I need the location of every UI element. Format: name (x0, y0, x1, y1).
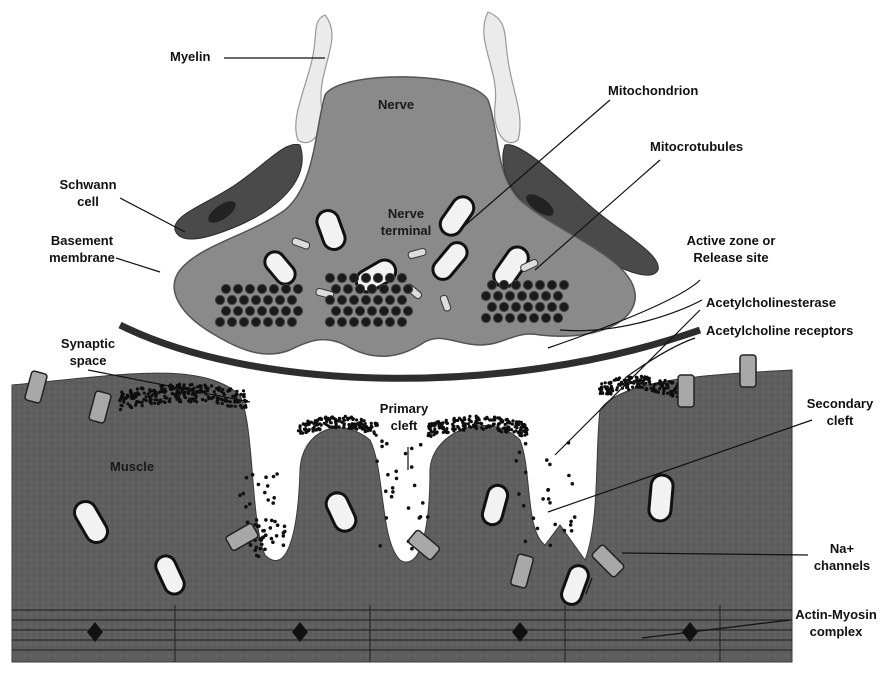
label-na-channels: Na+ channels (806, 540, 878, 574)
label-ach-receptors: Acetylcholine receptors (706, 322, 853, 339)
label-schwann-cell: Schwann cell (56, 176, 120, 210)
label-nerve: Nerve (378, 96, 414, 113)
label-myelin: Myelin (170, 48, 210, 65)
label-muscle: Muscle (110, 458, 154, 475)
label-secondary-cleft: Secondary cleft (800, 395, 880, 429)
label-nerve-terminal: Nerve terminal (375, 205, 437, 239)
label-acetylcholinesterase: Acetylcholinesterase (706, 294, 836, 311)
label-active-zone: Active zone or Release site (676, 232, 786, 266)
label-microtubules: Mitocrotubules (650, 138, 743, 155)
label-synaptic-space: Synaptic space (52, 335, 124, 369)
label-actin-myosin: Actin-Myosin complex (786, 606, 886, 640)
label-basement-membrane: Basement membrane (40, 232, 124, 266)
label-primary-cleft: Primary cleft (372, 400, 436, 434)
label-mitochondrion: Mitochondrion (608, 82, 698, 99)
